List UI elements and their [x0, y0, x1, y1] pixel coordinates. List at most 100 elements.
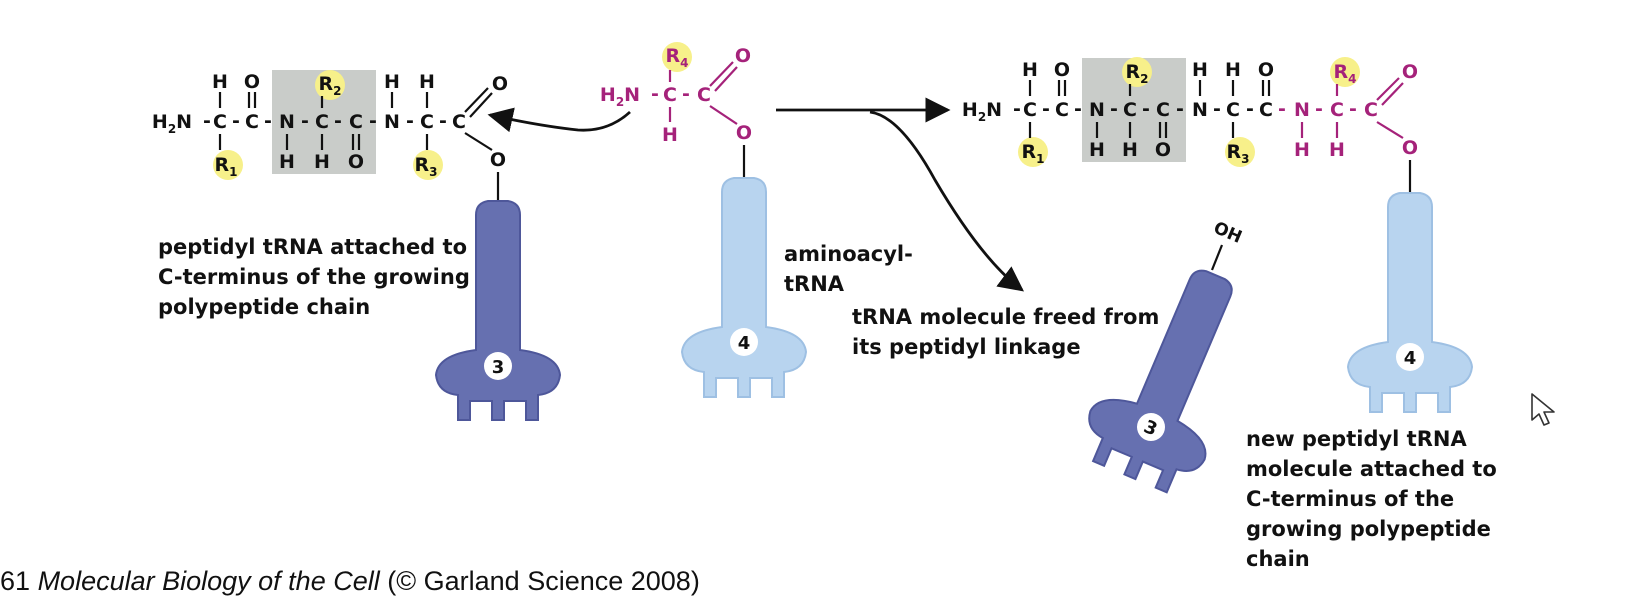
freed-trna-oh-label: OH [1210, 218, 1244, 248]
trna-left-number-circle [484, 352, 512, 380]
svg-text:-: - [1176, 98, 1184, 120]
aminoacyl-highlights [662, 42, 692, 72]
svg-text:O: O [492, 73, 508, 95]
aminoacyl-group: H2N - C - C R4 H O O [600, 45, 752, 146]
svg-text:-: - [232, 110, 240, 132]
mouse-pointer-icon [1530, 392, 1558, 432]
nucleophilic-attack-arrow [487, 107, 631, 133]
svg-text:C: C [349, 111, 363, 133]
right-chain-bonds [1028, 77, 1412, 192]
svg-text:O: O [490, 149, 506, 171]
new-peptidyl-trna-label-line: C-terminus of the [1246, 487, 1455, 511]
peptidyl-trna-label-line: polypeptide chain [158, 295, 371, 319]
svg-text:O: O [735, 45, 751, 67]
trna-left-number: 3 [492, 357, 505, 378]
svg-text:H: H [1022, 59, 1038, 81]
svg-text:C: C [1023, 99, 1037, 121]
trna-middle-number: 4 [738, 333, 751, 354]
freed-trna-label-line: its peptidyl linkage [852, 335, 1081, 359]
svg-text:H: H [279, 151, 295, 173]
svg-text:H: H [662, 124, 678, 146]
svg-text:C: C [213, 111, 227, 133]
right-r1-highlight [1018, 137, 1048, 167]
trna-middle: 4 [681, 177, 807, 398]
trna-right-number-circle [1396, 343, 1424, 371]
svg-text:N: N [384, 111, 400, 133]
svg-text:-: - [1315, 98, 1323, 120]
left-chain-bonds [218, 87, 500, 205]
svg-text:-: - [1013, 98, 1021, 120]
aminoacyl-trna-label-line: aminoacyl- [784, 242, 913, 266]
svg-text:H2N: H2N [962, 99, 1002, 124]
svg-text:-: - [651, 83, 659, 105]
svg-text:-: - [1110, 98, 1118, 120]
peptidyl-trna-label: peptidyl tRNA attached to C-terminus of … [158, 232, 470, 322]
svg-text:-: - [369, 110, 377, 132]
svg-text:H: H [314, 151, 330, 173]
freed-trna-oh-bond [1210, 244, 1224, 271]
new-peptidyl-trna-label-line: molecule attached to [1246, 457, 1497, 481]
svg-text:C: C [1330, 99, 1344, 121]
svg-text:H: H [419, 71, 435, 93]
svg-text:C: C [1364, 99, 1378, 121]
right-r2-highlight [1122, 57, 1152, 87]
trna-middle-number-circle [730, 328, 758, 356]
caption-copyright: (© Garland Science 2008) [387, 566, 700, 596]
freed-trna-label-line: tRNA molecule freed from [852, 305, 1160, 329]
svg-text:O: O [1155, 139, 1171, 161]
new-peptidyl-trna-label-line: growing polypeptide [1246, 517, 1491, 541]
svg-text:-: - [301, 110, 309, 132]
svg-text:C: C [1259, 99, 1273, 121]
svg-text:-: - [1042, 98, 1050, 120]
svg-text:C: C [1226, 99, 1240, 121]
aminoacyl-bonds [668, 61, 738, 125]
middle-r4-highlight [662, 42, 692, 72]
svg-text:C: C [315, 111, 329, 133]
svg-text:C: C [663, 84, 677, 106]
svg-text:-: - [264, 110, 272, 132]
caption-figure-number: 61 [0, 566, 31, 596]
trna-right: 4 [1347, 192, 1473, 413]
svg-text:C: C [420, 111, 434, 133]
svg-text:N: N [1294, 99, 1310, 121]
trna-freed-number-circle [1136, 412, 1165, 441]
figure-caption: 61 Molecular Biology of the Cell (© Garl… [0, 566, 700, 597]
svg-text:C: C [1156, 99, 1170, 121]
svg-text:C: C [245, 111, 259, 133]
aminoacyl-trna-label: aminoacyl- tRNA [784, 239, 913, 299]
svg-text:H: H [1294, 139, 1310, 161]
right-peptide-chain: H2N - C - C - N - C - C - N - C - C H O … [962, 59, 1418, 166]
new-peptidyl-trna-label-line: chain [1246, 547, 1310, 571]
svg-text:-: - [334, 110, 342, 132]
left-r3-highlight [413, 150, 443, 180]
svg-text:-: - [203, 110, 211, 132]
svg-text:O: O [736, 122, 752, 144]
new-peptidyl-trna-label: new peptidyl tRNA molecule attached to C… [1246, 424, 1497, 574]
svg-text:O: O [1054, 59, 1070, 81]
left-r1-highlight [213, 150, 243, 180]
svg-text:H: H [1122, 139, 1138, 161]
svg-text:H: H [1225, 59, 1241, 81]
svg-text:-: - [1278, 98, 1286, 120]
svg-text:C: C [1123, 99, 1137, 121]
svg-text:H: H [1089, 139, 1105, 161]
svg-text:-: - [1349, 98, 1357, 120]
svg-text:O: O [348, 151, 364, 173]
left-peptide-chain: H2N - C - C - N - C - C - N - C - C H O … [152, 71, 508, 179]
new-peptidyl-trna-label-line: new peptidyl tRNA [1246, 427, 1467, 451]
trna-release-arrow [869, 110, 1025, 292]
right-r4-highlight [1330, 57, 1360, 87]
aminoacyl-trna-label-line: tRNA [784, 272, 845, 296]
peptidyl-trna-label-line: peptidyl tRNA attached to [158, 235, 467, 259]
svg-text:H: H [384, 71, 400, 93]
left-r2-highlight [315, 70, 345, 100]
svg-text:O: O [1402, 61, 1418, 83]
svg-text:-: - [1213, 98, 1221, 120]
svg-text:N: N [1089, 99, 1105, 121]
svg-text:O: O [1258, 59, 1274, 81]
svg-text:O: O [244, 71, 260, 93]
svg-text:N: N [1192, 99, 1208, 121]
svg-text:C: C [1055, 99, 1069, 121]
svg-text:C: C [697, 84, 711, 106]
